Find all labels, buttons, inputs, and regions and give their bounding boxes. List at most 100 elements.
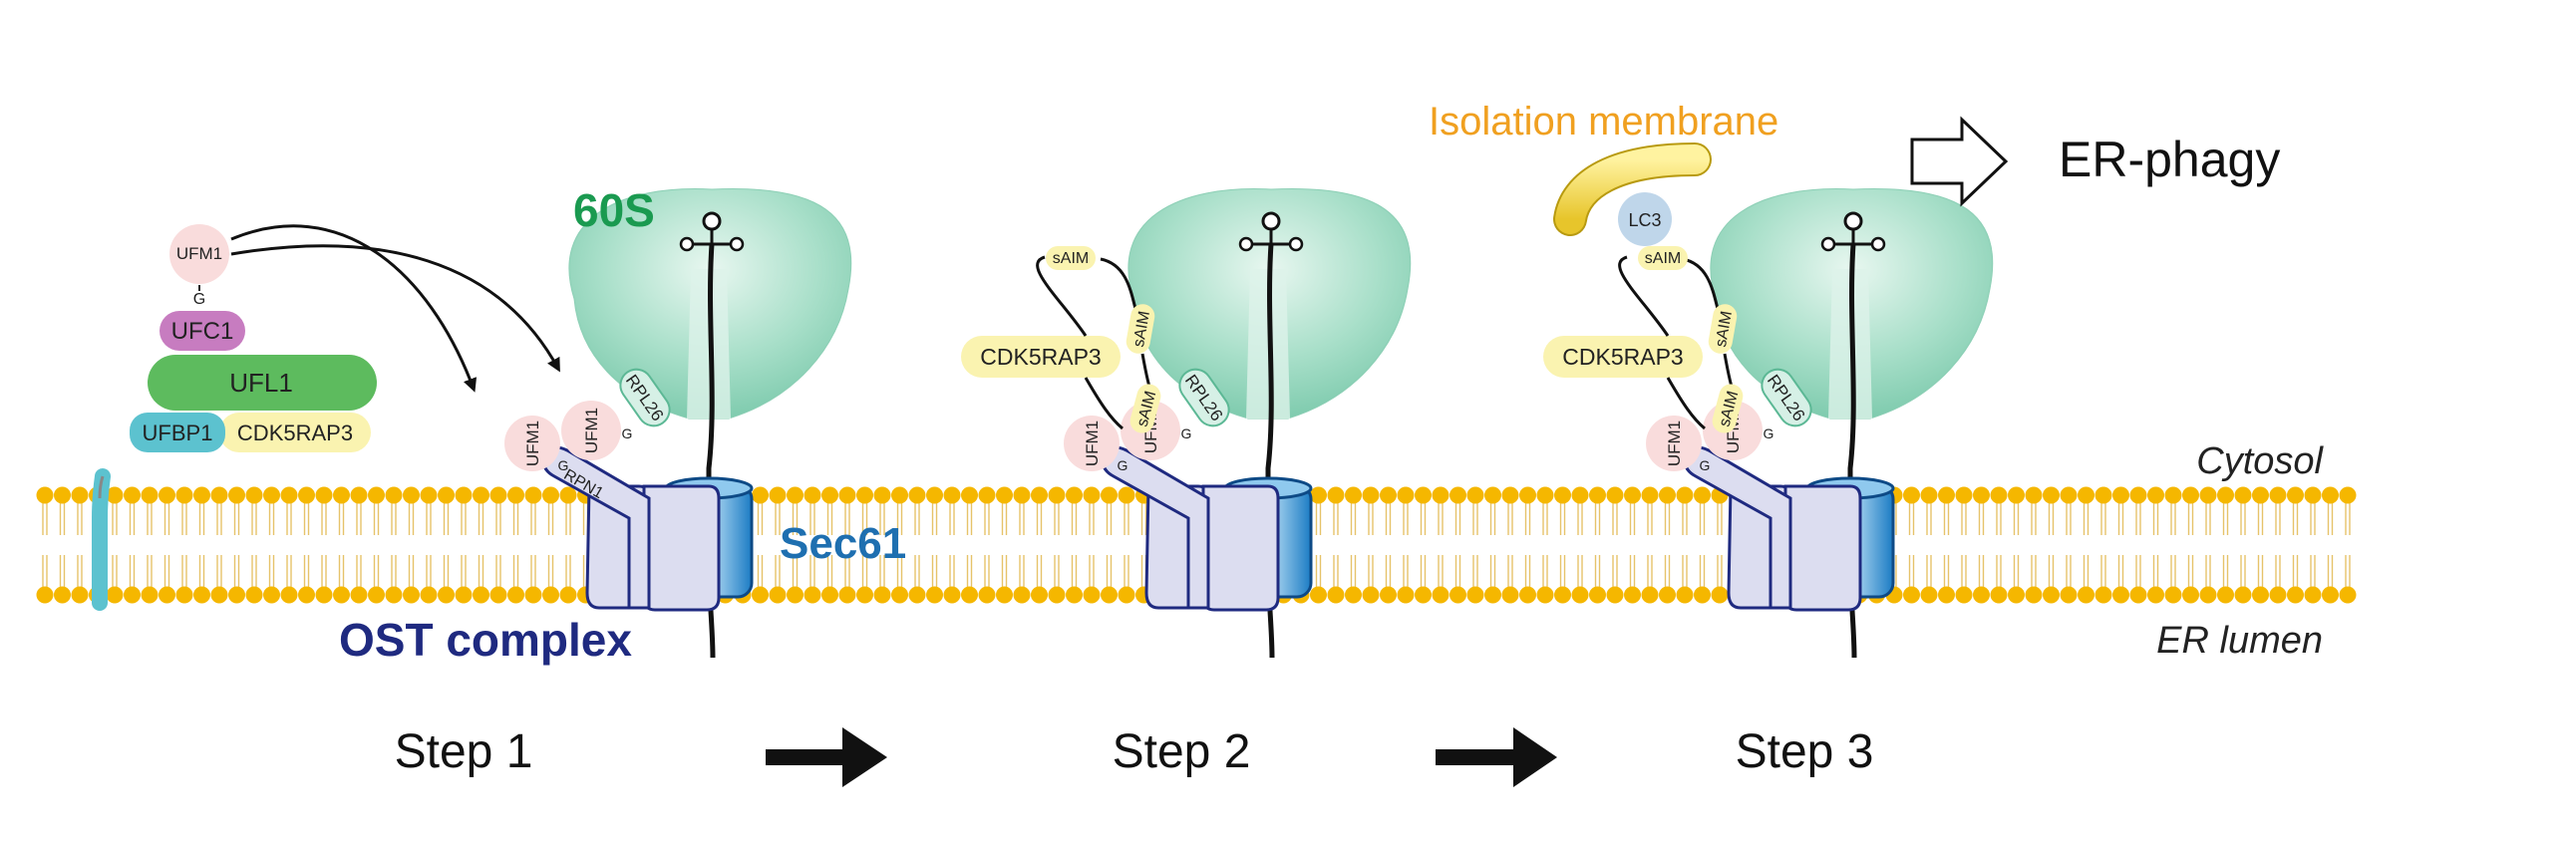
lipid-head-top <box>1519 486 1536 504</box>
lipid-head-top <box>961 486 978 504</box>
lipid-head-bottom <box>2060 586 2078 604</box>
lipid-head-bottom <box>1013 586 1031 604</box>
lipid-head-bottom <box>838 586 856 604</box>
saim-pill <box>1046 246 1096 270</box>
lipid-head-top <box>1641 486 1659 504</box>
lipid-head-bottom <box>996 586 1013 604</box>
lipid-head-top <box>787 486 804 504</box>
lipid-head-top <box>2094 486 2112 504</box>
er-phagy-arrow-icon <box>1910 116 2009 207</box>
sec61-label: Sec61 <box>780 519 906 568</box>
lipid-head-bottom <box>1449 586 1466 604</box>
ufm1-label: UFM1 <box>1083 421 1102 466</box>
lipid-head-top <box>2304 486 2322 504</box>
lipid-head-bottom <box>333 586 350 604</box>
saim-pill <box>1129 384 1161 433</box>
saim-pill <box>1712 384 1744 433</box>
lipid-head-bottom <box>385 586 403 604</box>
lipid-head-bottom <box>2147 586 2164 604</box>
saim-label: sAIM <box>1130 310 1153 349</box>
lipid-head-bottom <box>1397 586 1415 604</box>
lipid-head-bottom <box>542 586 559 604</box>
lipid-head-top <box>210 486 228 504</box>
lipid-head-top <box>350 486 368 504</box>
lipid-head-bottom <box>106 586 124 604</box>
lipid-head-top <box>1938 486 1955 504</box>
lipid-head-top <box>2078 486 2094 504</box>
rpl26-pill <box>1178 368 1230 427</box>
lipid-head-top <box>524 486 542 504</box>
ufm1-label: UFM1 <box>582 408 601 453</box>
lipid-head-bottom <box>1327 586 1345 604</box>
lipid-head-bottom <box>489 586 507 604</box>
lipid-head-bottom <box>1536 586 1554 604</box>
lipid-head-top <box>1589 486 1606 504</box>
lipid-head-bottom <box>2008 586 2025 604</box>
lipid-head-bottom <box>1711 586 1729 604</box>
lipid-head-top <box>2164 486 2182 504</box>
lipid-head-bottom <box>2199 586 2217 604</box>
step-arrow-2-icon <box>1436 727 1557 787</box>
ufbp1-pill <box>130 413 225 452</box>
lipid-head-top <box>263 486 280 504</box>
lipid-head-bottom <box>1659 586 1676 604</box>
step-3-label: Step 3 <box>1736 725 1874 778</box>
lipid-head-bottom <box>1676 586 1694 604</box>
lipid-head-bottom <box>1118 586 1135 604</box>
saim-pill <box>1638 246 1688 270</box>
lipid-head-top <box>1501 486 1519 504</box>
lipid-head-top <box>559 486 577 504</box>
ufl1-label: UFL1 <box>229 368 293 398</box>
lipid-head-top <box>1432 486 1449 504</box>
lipid-head-top <box>159 486 175 504</box>
lipid-head-bottom <box>804 586 821 604</box>
lipid-head-bottom <box>315 586 333 604</box>
lipid-head-bottom <box>752 586 769 604</box>
lipid-head-top <box>2339 486 2357 504</box>
lipid-head-top <box>403 486 420 504</box>
lipid-head-bottom <box>298 586 315 604</box>
lipid-head-bottom <box>1519 586 1536 604</box>
saim-pill <box>1126 304 1155 354</box>
lipid-head-bottom <box>2164 586 2182 604</box>
lipid-head-bottom <box>1955 586 1973 604</box>
lipid-head-bottom <box>507 586 524 604</box>
lipid-head-bottom <box>2094 586 2112 604</box>
lipid-head-bottom <box>908 586 926 604</box>
lipid-head-top <box>1101 486 1118 504</box>
lipid-head-top <box>978 486 996 504</box>
lipid-head-top <box>1415 486 1432 504</box>
lipid-head-bottom <box>438 586 455 604</box>
lipid-head-bottom <box>193 586 210 604</box>
lipid-head-top <box>368 486 385 504</box>
lipid-head-bottom <box>1415 586 1432 604</box>
lipid-head-top <box>1694 486 1711 504</box>
lipid-head-bottom <box>1466 586 1484 604</box>
ost-complex-label: OST complex <box>339 614 632 666</box>
lipid-head-top <box>1659 486 1676 504</box>
glycine-label: G <box>1118 457 1128 473</box>
lipid-head-bottom <box>926 586 943 604</box>
lipid-head-top <box>1362 486 1380 504</box>
nascent-chain <box>706 243 716 659</box>
transfer-arrow-rpn1 <box>230 224 478 393</box>
step-2-label: Step 2 <box>1113 725 1251 778</box>
cdk5rap3-label: CDK5RAP3 <box>1562 344 1683 370</box>
saim-label: sAIM <box>1645 250 1681 267</box>
lipid-head-bottom <box>1641 586 1659 604</box>
lipid-head-top <box>1048 486 1066 504</box>
cytosol-label: Cytosol <box>2196 440 2324 482</box>
cdk5rap3-pill <box>219 413 371 452</box>
ost-subunit <box>1201 484 1280 612</box>
lipid-head-bottom <box>1903 586 1920 604</box>
saim-pill <box>1708 304 1738 354</box>
lipid-head-top <box>1083 486 1101 504</box>
glycine-label: G <box>1181 425 1192 441</box>
lipid-head-top <box>2025 486 2043 504</box>
lipid-head-bottom <box>420 586 438 604</box>
lipid-head-bottom <box>1310 586 1327 604</box>
lipid-head-bottom <box>473 586 489 604</box>
lipid-head-top <box>2060 486 2078 504</box>
